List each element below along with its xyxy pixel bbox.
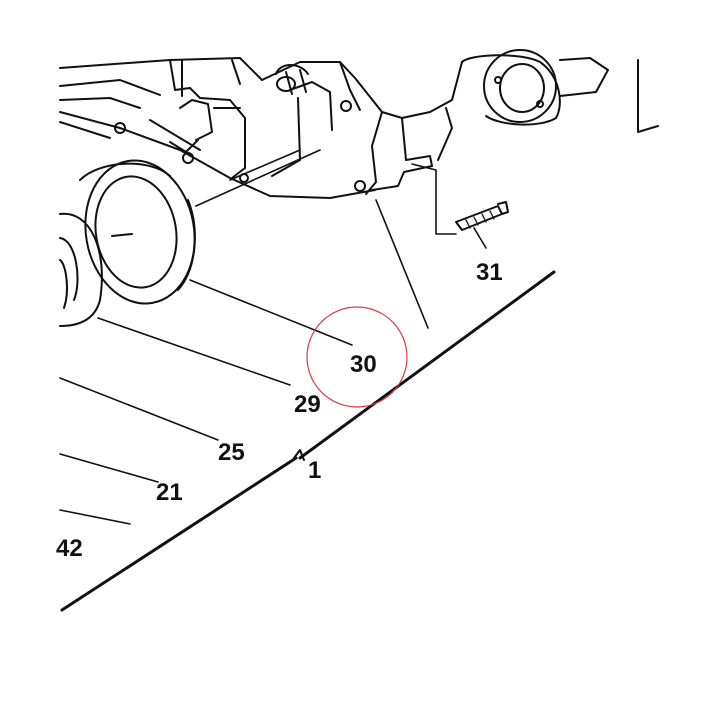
callout-25: 25 — [218, 439, 245, 466]
base-plate-edge-part-1 — [60, 270, 556, 612]
callout-29: 29 — [294, 391, 321, 418]
bolt-part-31 — [455, 201, 509, 231]
callout-1: 1 — [308, 457, 321, 484]
callout-31: 31 — [476, 259, 503, 286]
callout-21: 21 — [156, 479, 183, 506]
callout-42: 42 — [56, 535, 83, 562]
callout-30: 30 — [350, 351, 377, 378]
shaft-part-29 — [59, 212, 103, 327]
transmission-housing — [59, 49, 659, 199]
seal-ring-part-30 — [79, 159, 196, 305]
leader-lines — [59, 149, 487, 525]
highlight-circle — [306, 306, 408, 408]
